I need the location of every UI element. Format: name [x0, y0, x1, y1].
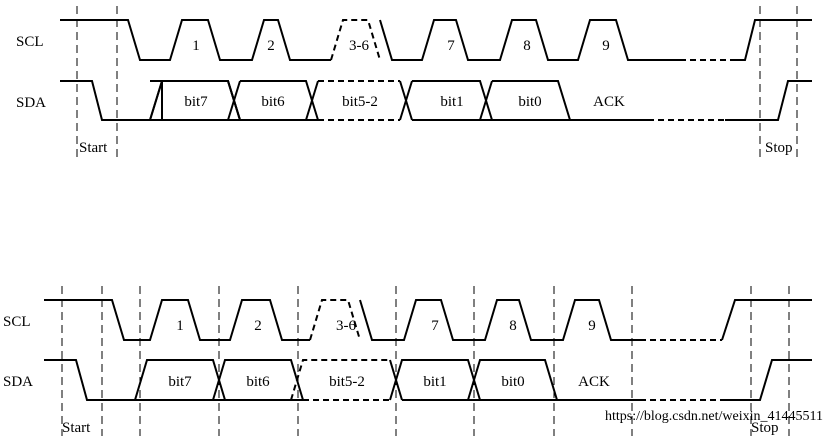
sda-bus-bit6 — [227, 80, 320, 121]
pulse-label-8: 8 — [523, 38, 531, 54]
pulse-label-9: 9 — [588, 318, 596, 334]
pulse-label-1: 1 — [176, 318, 184, 334]
bit-label-bit1: bit1 — [440, 94, 463, 110]
scl-dashed-segments — [309, 299, 722, 341]
scl-label: SCL — [3, 314, 31, 330]
sda-bus-bit0 — [492, 80, 572, 121]
pulse-label-2: 2 — [254, 318, 262, 334]
sda-ack-low — [570, 80, 812, 121]
sda-label: SDA — [3, 374, 33, 390]
sda-waveform — [60, 80, 241, 121]
bit-label-bit6: bit6 — [246, 374, 270, 390]
sda-bus-bit0 — [467, 359, 559, 401]
stop-label: Stop — [751, 420, 779, 436]
sda-bus-bit1 — [389, 359, 482, 401]
pulse-label-8: 8 — [509, 318, 517, 334]
labels-bottom: SCL SDA 1 2 3-6 7 8 9 bit7 bit6 bit5-2 b… — [3, 314, 779, 436]
pulse-label-1: 1 — [192, 38, 200, 54]
boundary-lines — [76, 6, 798, 160]
bit-label-bit5-2: bit5-2 — [342, 94, 378, 110]
sda-bus-bit5-2 — [290, 359, 390, 401]
bit-label-bit0: bit0 — [518, 94, 541, 110]
pulse-label-2: 2 — [267, 38, 275, 54]
bit-label-bit1: bit1 — [423, 374, 446, 390]
bit-label-bit0: bit0 — [501, 374, 524, 390]
bit-label-bit6: bit6 — [261, 94, 285, 110]
sda-bus-bit1 — [399, 80, 494, 121]
bit-label-bit7: bit7 — [184, 94, 208, 110]
timing-diagram-bottom — [44, 286, 812, 436]
scl-label: SCL — [16, 34, 44, 50]
pulse-label-3-6: 3-6 — [349, 38, 369, 54]
sda-ack-low — [557, 359, 812, 401]
sda-bus-bit6 — [212, 359, 305, 401]
start-label: Start — [62, 420, 91, 436]
pulse-label-7: 7 — [447, 38, 455, 54]
watermark-text: https://blog.csdn.net/weixin_41445511 — [605, 409, 823, 424]
scl-dashed-segments — [330, 19, 735, 61]
ack-label: ACK — [593, 94, 625, 110]
timing-diagram-top — [60, 6, 812, 160]
start-label: Start — [79, 140, 108, 156]
pulse-label-9: 9 — [602, 38, 610, 54]
boundary-lines — [61, 286, 790, 436]
stop-label: Stop — [765, 140, 793, 156]
ack-label: ACK — [578, 374, 610, 390]
sda-waveform — [44, 359, 227, 401]
sda-label: SDA — [16, 95, 46, 111]
pulse-label-3-6: 3-6 — [336, 318, 356, 334]
sda-bus-bit5-2 — [318, 80, 400, 121]
pulse-label-7: 7 — [431, 318, 439, 334]
bit-label-bit5-2: bit5-2 — [329, 374, 365, 390]
scl-waveform — [60, 19, 812, 61]
bit-label-bit7: bit7 — [168, 374, 192, 390]
scl-waveform — [44, 299, 812, 341]
labels-top: SCL SDA 1 2 3-6 7 8 9 bit7 bit6 bit5-2 b… — [16, 34, 793, 156]
